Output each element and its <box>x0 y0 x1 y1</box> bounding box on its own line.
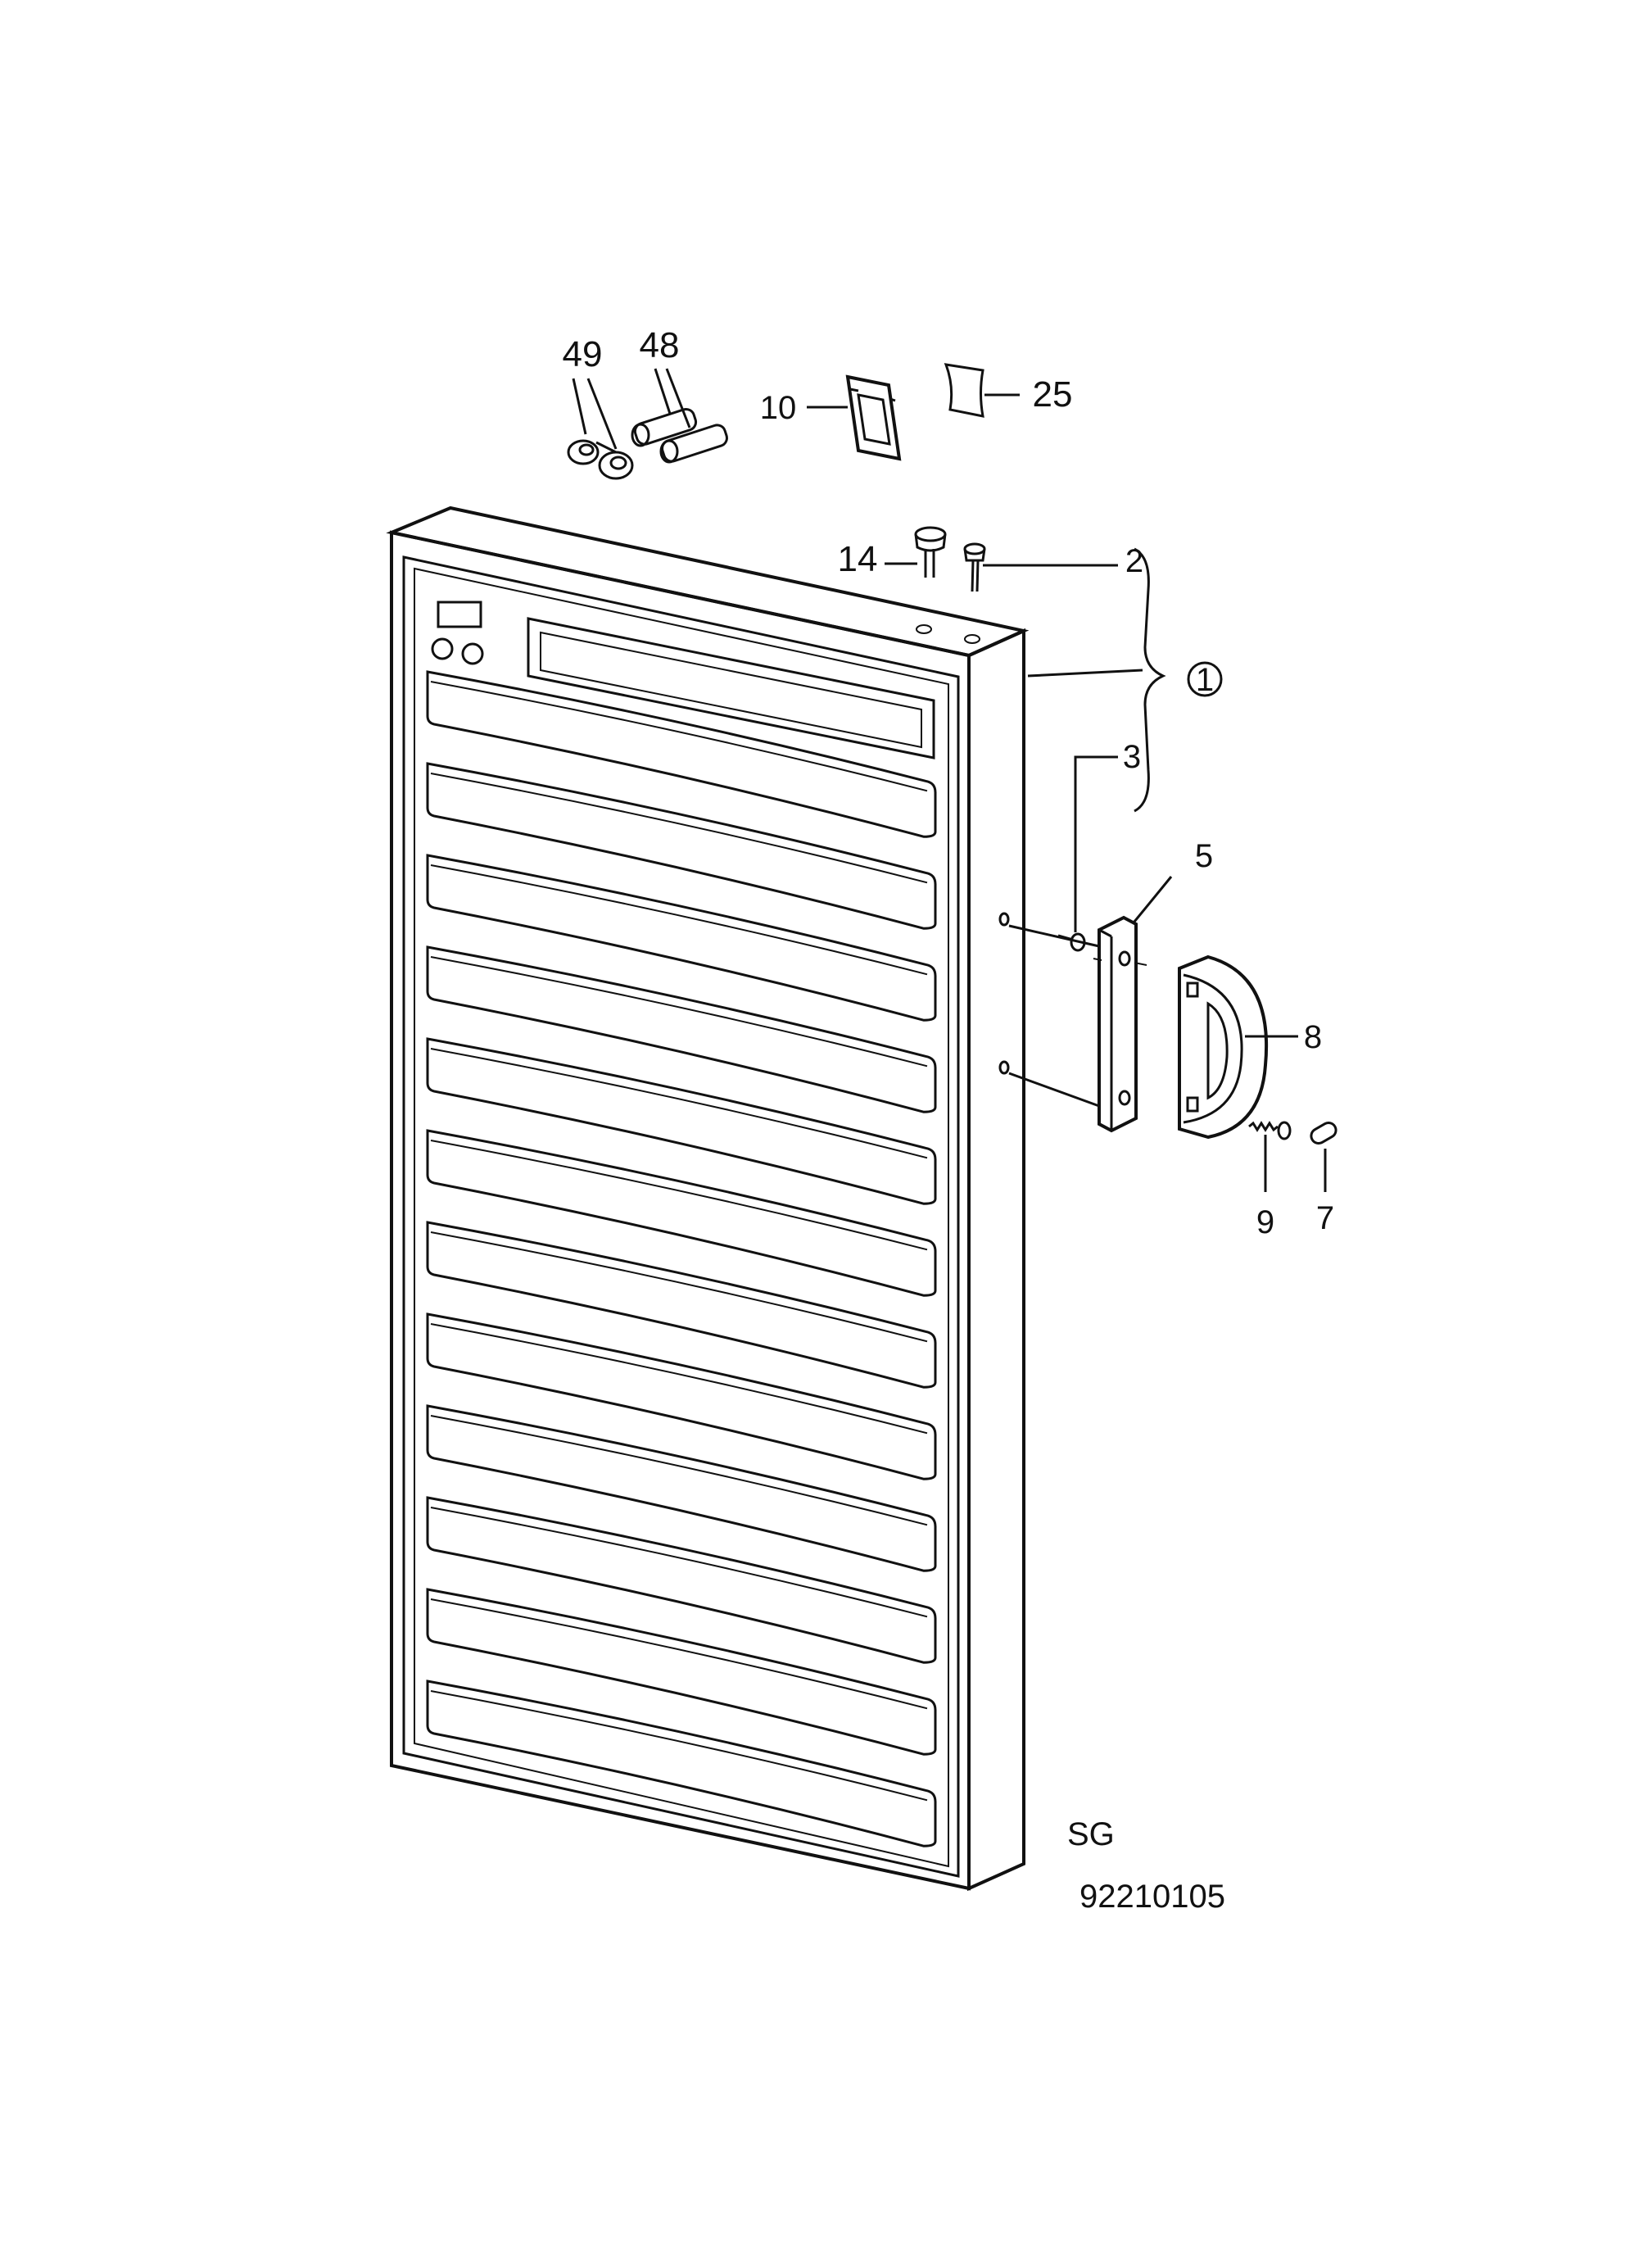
label-part-25 <box>944 363 984 418</box>
door-shelf <box>426 1680 937 1847</box>
callout-7: 7 <box>1316 1200 1334 1236</box>
callout-2: 2 <box>1125 543 1143 579</box>
door-shelf <box>426 1404 937 1572</box>
callout-1-circle <box>1187 661 1223 697</box>
door-shelf <box>426 670 937 838</box>
door-shelf-lip <box>430 864 928 976</box>
bush-part-49 <box>567 439 634 480</box>
callout-9: 9 <box>1256 1204 1274 1240</box>
door-shelf <box>426 1496 937 1664</box>
footer-number: 92210105 <box>1079 1879 1225 1915</box>
door-shelf-lip <box>430 1323 928 1435</box>
door-shelf-lip <box>430 1415 928 1526</box>
footer-code: SG <box>1067 1816 1115 1852</box>
door-shelf-lip <box>430 681 928 792</box>
door-shelf-lip <box>430 956 928 1068</box>
door-shelves <box>426 670 937 1847</box>
callout-3: 3 <box>1123 739 1141 775</box>
top-trim <box>527 617 935 759</box>
callout-10: 10 <box>760 390 797 426</box>
door-shelf-lip <box>430 1048 928 1159</box>
control-panel <box>431 601 484 665</box>
door-shelf <box>426 1129 937 1297</box>
door-shelf-lip <box>430 1690 928 1802</box>
pin-part-48 <box>631 407 728 464</box>
callout-8: 8 <box>1304 1019 1322 1055</box>
clip-part-10 <box>845 374 902 461</box>
callout-1: 1 <box>1196 662 1214 698</box>
door-shelf <box>426 1037 937 1205</box>
door-shelf <box>426 854 937 1022</box>
door-shelf <box>426 1312 937 1480</box>
screw-part-9 <box>1248 1121 1292 1140</box>
cap-part-7 <box>1310 1122 1337 1145</box>
door-shelf-lip <box>430 1140 928 1251</box>
door-shelf-lip <box>430 1598 928 1710</box>
handle-part-8 <box>1178 954 1269 1140</box>
door-shelf-lip <box>430 1231 928 1343</box>
door-shelf-lip <box>430 1507 928 1618</box>
callout-49: 49 <box>563 334 603 374</box>
door-shelf <box>426 1221 937 1389</box>
mounting-plate-part-5 <box>1093 915 1147 1133</box>
hinge-pin-part-14 <box>914 526 947 578</box>
door-shelf <box>426 762 937 930</box>
door-shelf <box>426 945 937 1113</box>
callout-48: 48 <box>640 325 680 365</box>
door-panel <box>386 505 1030 1892</box>
callout-14: 14 <box>838 539 878 579</box>
callout-25: 25 <box>1033 374 1073 415</box>
leader-lines <box>572 368 1327 1192</box>
callout-5: 5 <box>1195 838 1213 874</box>
door-shelf <box>426 1588 937 1756</box>
door-shelf-lip <box>430 773 928 884</box>
screw-part-2 <box>963 542 986 592</box>
